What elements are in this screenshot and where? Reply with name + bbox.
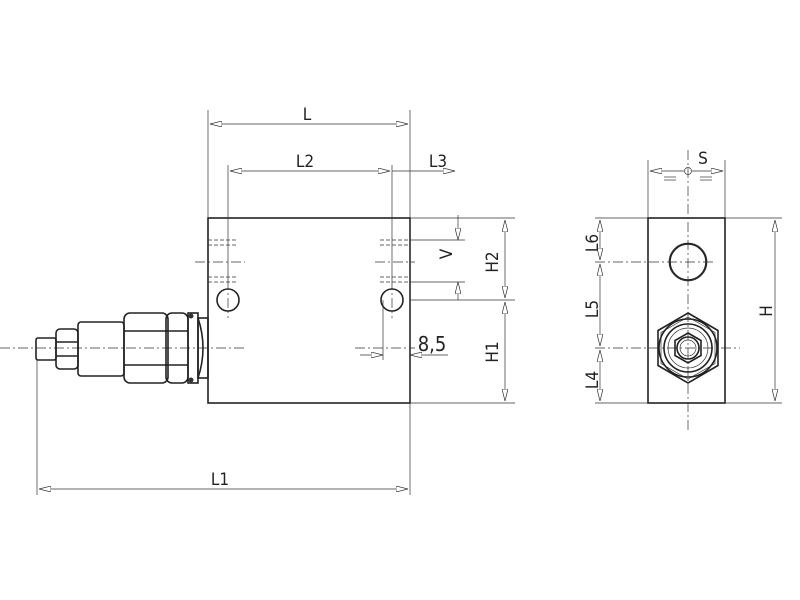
dim-H1: H1 [483, 341, 503, 362]
dim-L5: L5 [583, 300, 603, 318]
dim-H: H [757, 305, 777, 317]
dim-L6: L6 [583, 234, 603, 252]
dim-V: V [437, 248, 457, 259]
valve-block [207, 217, 411, 404]
dim-8-5: 8,5 [418, 332, 447, 356]
dim-L4: L4 [583, 371, 603, 389]
side-port [669, 243, 707, 281]
front-view: L L2 L3 V H2 H1 8,5 L1 [0, 105, 515, 495]
dim-L: L [303, 105, 312, 125]
dim-L2: L2 [296, 152, 314, 172]
hex-nut [657, 312, 719, 384]
dim-L1: L1 [211, 470, 229, 490]
dim-H2: H2 [483, 251, 503, 272]
side-block [647, 217, 726, 404]
dim-L3: L3 [429, 152, 447, 172]
side-view: S L6 L5 L4 H [583, 149, 782, 430]
relief-cartridge [35, 312, 209, 384]
dim-S: S [698, 149, 708, 169]
